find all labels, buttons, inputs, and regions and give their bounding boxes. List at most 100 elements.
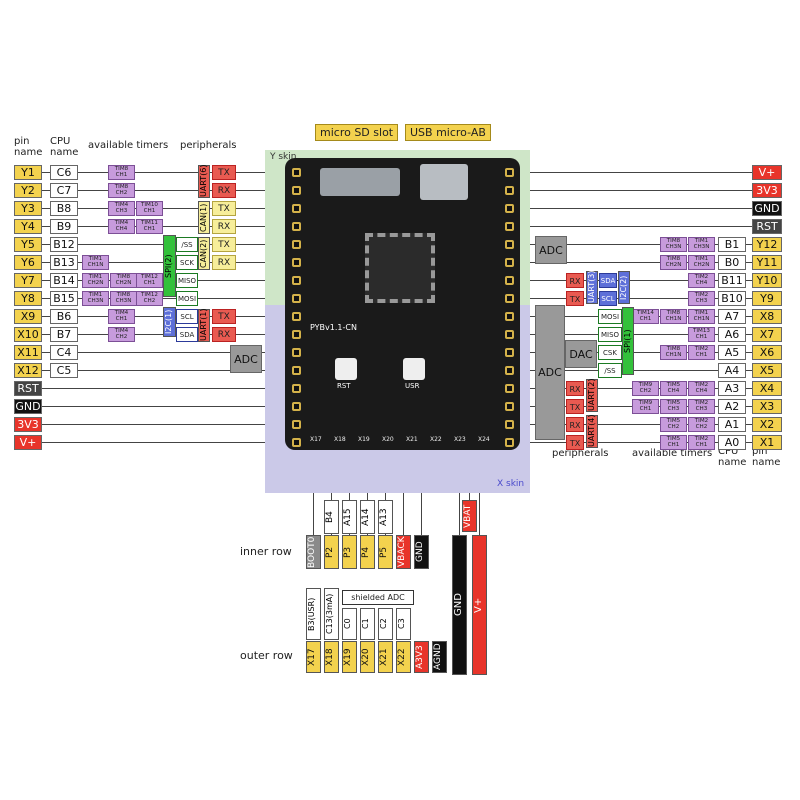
board-label: PYBv1.1-CN bbox=[310, 323, 357, 332]
right-adc-big-block: ADC bbox=[535, 305, 565, 440]
left-pin-name: X11 bbox=[14, 345, 42, 360]
left-timer: TIM4 CH1 bbox=[108, 309, 135, 324]
right-pin-name: X3 bbox=[752, 399, 782, 414]
left-i2c1-tag: I2C(1) bbox=[163, 307, 176, 337]
left-pin-name: V+ bbox=[14, 435, 42, 450]
header-hole bbox=[505, 186, 514, 195]
header-hole bbox=[292, 366, 301, 375]
left-pin-name: Y3 bbox=[14, 201, 42, 216]
right-uart3-pin: RX bbox=[566, 273, 584, 288]
board-pin-label: X24 bbox=[478, 436, 490, 443]
right-uart2-pin: TX bbox=[566, 399, 584, 414]
outer-pin: X20 bbox=[360, 641, 375, 673]
left-timer: TIM8 CH3N bbox=[110, 291, 137, 306]
left-cpu-name: B12 bbox=[50, 237, 78, 252]
header-hole bbox=[292, 186, 301, 195]
left-cpu-name: B15 bbox=[50, 291, 78, 306]
right-timer: TIM5 CH2 bbox=[660, 417, 687, 432]
right-cpu-name: B11 bbox=[718, 273, 746, 288]
outer-pin: X17 bbox=[306, 641, 321, 673]
left-timer: TIM4 CH3 bbox=[108, 201, 135, 216]
left-periph: TX bbox=[212, 165, 236, 180]
header-hole bbox=[292, 240, 301, 249]
can2-tag: CAN(2) bbox=[198, 237, 210, 270]
header-hole bbox=[292, 312, 301, 321]
inner-pin: GND bbox=[414, 535, 429, 569]
left-timer: TIM8 CH2 bbox=[108, 183, 135, 198]
y-skin-label: Y skin bbox=[270, 152, 297, 162]
right-cpu-name: B1 bbox=[718, 237, 746, 252]
right-timer: TIM2 CH3 bbox=[688, 399, 715, 414]
usb-connector bbox=[420, 164, 468, 200]
vplus-long-pin: V+ bbox=[472, 535, 487, 675]
header-hole bbox=[292, 204, 301, 213]
inner-row-label: inner row bbox=[240, 545, 292, 558]
right-spi-pin: MISO bbox=[598, 327, 622, 342]
right-timer: TIM13 CH1 bbox=[688, 327, 715, 342]
left-spi-pin: SCK bbox=[176, 255, 198, 270]
sd-slot bbox=[320, 168, 400, 196]
inner-top-label: A14 bbox=[360, 500, 375, 534]
left-pin-name: Y8 bbox=[14, 291, 42, 306]
left-cpu-name: C7 bbox=[50, 183, 78, 198]
left-pin-name: Y7 bbox=[14, 273, 42, 288]
left-periph: TX bbox=[212, 309, 236, 324]
left-pin-name: 3V3 bbox=[14, 417, 42, 432]
right-pin-name: Y10 bbox=[752, 273, 782, 288]
header-hole bbox=[292, 420, 301, 429]
uart1-tag: UART(1) bbox=[198, 308, 210, 342]
right-cpu-name: A2 bbox=[718, 399, 746, 414]
usr-button[interactable] bbox=[403, 358, 425, 380]
left-pin-name: GND bbox=[14, 399, 42, 414]
outer-top-label: C1 bbox=[360, 608, 375, 640]
right-cpu-name: A3 bbox=[718, 381, 746, 396]
outer-top-label: C13(3mA) bbox=[324, 588, 339, 640]
left-pin-name: Y4 bbox=[14, 219, 42, 234]
left-cpu-name: B7 bbox=[50, 327, 78, 342]
left-header-pin: pin name bbox=[14, 136, 43, 158]
right-timer: TIM1 CH3N bbox=[688, 237, 715, 252]
left-timer: TIM1 CH3N bbox=[82, 291, 109, 306]
right-timer: TIM5 CH1 bbox=[660, 435, 687, 450]
right-timer: TIM2 CH4 bbox=[688, 381, 715, 396]
header-hole bbox=[292, 258, 301, 267]
left-cpu-name: C4 bbox=[50, 345, 78, 360]
header-hole bbox=[292, 438, 301, 447]
right-cpu-name: B10 bbox=[718, 291, 746, 306]
right-pin-name: X1 bbox=[752, 435, 782, 450]
spi1-tag: SPI(1) bbox=[622, 307, 634, 375]
mcu-chip bbox=[365, 233, 435, 303]
outer-pin: A3V3 bbox=[414, 641, 429, 673]
left-timer: TIM1 CH2N bbox=[82, 273, 109, 288]
rst-button[interactable] bbox=[335, 358, 357, 380]
left-periph: RX bbox=[212, 183, 236, 198]
left-cpu-name: C6 bbox=[50, 165, 78, 180]
header-hole bbox=[505, 348, 514, 357]
right-pin-name: X5 bbox=[752, 363, 782, 378]
right-pin-name: RST bbox=[752, 219, 782, 234]
right-timer: TIM9 CH1 bbox=[632, 399, 659, 414]
board-pin-label: X19 bbox=[358, 436, 370, 443]
uart2-tag: UART(2) bbox=[586, 378, 598, 412]
right-header-timers: available timers bbox=[632, 448, 713, 459]
inner-top-label: B4 bbox=[324, 500, 339, 534]
right-cpu-name: A7 bbox=[718, 309, 746, 324]
right-timer: TIM2 CH1 bbox=[688, 345, 715, 360]
right-cpu-name: A0 bbox=[718, 435, 746, 450]
right-pin-name: GND bbox=[752, 201, 782, 216]
header-hole bbox=[505, 366, 514, 375]
header-hole bbox=[505, 276, 514, 285]
outer-top-label: C2 bbox=[378, 608, 393, 640]
board-pin-label: X18 bbox=[334, 436, 346, 443]
right-timer: TIM14 CH1 bbox=[632, 309, 659, 324]
right-adc-top-block: ADC bbox=[535, 236, 567, 264]
outer-top-label: B3(USR) bbox=[306, 588, 321, 640]
x-skin-label: X skin bbox=[497, 479, 525, 489]
outer-pin: X22 bbox=[396, 641, 411, 673]
right-header-peripherals: peripherals bbox=[552, 448, 609, 459]
right-timer: TIM2 CH3 bbox=[688, 291, 715, 306]
right-header-cpu: CPU name bbox=[718, 446, 747, 468]
can1-tag: CAN(1) bbox=[198, 201, 210, 234]
uart4-tag: UART(4) bbox=[586, 414, 598, 448]
